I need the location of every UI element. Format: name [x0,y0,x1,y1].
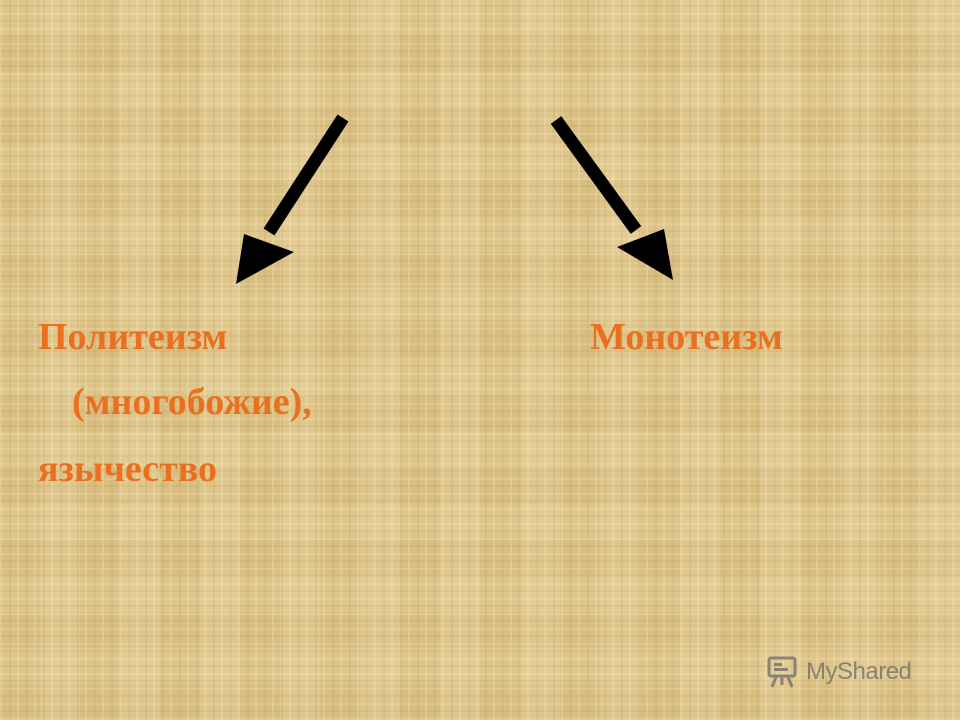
polytheism-title: Политеизм [38,316,228,358]
polytheism-subtitle: (многобожие), [72,381,312,423]
monotheism-title: Монотеизм [590,316,783,358]
watermark-text: MyShared [806,658,912,685]
paganism-label: язычество [38,448,218,490]
arrow-right [550,116,673,280]
arrow-left [236,114,349,284]
projector-icon [767,656,797,688]
watermark-logo: MyShared [766,656,912,688]
